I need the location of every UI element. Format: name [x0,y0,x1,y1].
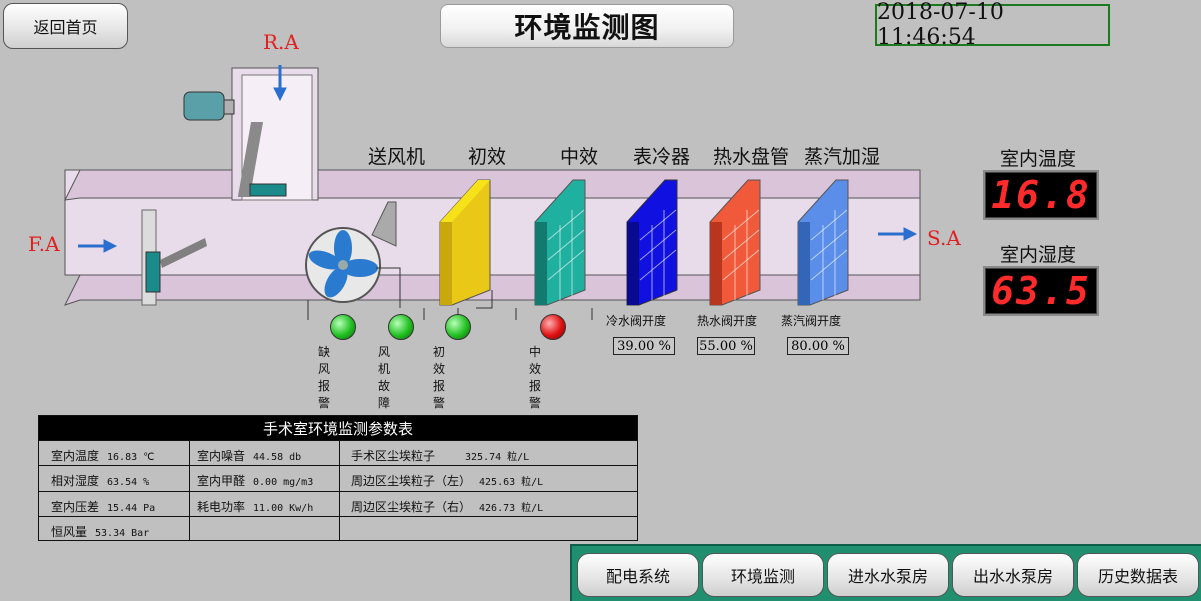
hot-water-coil-label: 热水盘管 [713,146,790,168]
nav-history-data-button[interactable]: 历史数据表 [1077,553,1199,597]
medium-filter-label: 中效 [560,146,599,168]
primary-filter [439,179,491,306]
primary-filter-label: 初效 [468,146,507,168]
hot-valve-label: 热水阀开度 [697,314,758,328]
steam-humidifier-label: 蒸汽加湿 [804,146,881,168]
nav-outlet-pump-room-button[interactable]: 出水水泵房 [952,553,1074,597]
room-temperature-value: 16.8 [991,173,1091,217]
nav-environment-monitoring-button[interactable]: 环境监测 [702,553,824,597]
hot-valve-value: 55.00 % [697,337,755,355]
cold-valve-value: 39.00 % [613,337,675,355]
page-title: 环境监测图 [440,4,734,48]
fan-label: 送风机 [368,146,426,168]
alarm-label: 中效报警 [529,345,542,410]
nav-inlet-pump-room-button[interactable]: 进水水泵房 [827,553,949,597]
medium-filter-alarm-indicator [540,314,566,340]
fan-motor-icon [183,91,225,121]
back-home-button[interactable]: 返回首页 [3,3,128,49]
primary-filter-alarm-indicator [445,314,471,340]
return-air-label: R.A [263,30,299,54]
room-temperature-label: 室内温度 [1000,148,1077,170]
return-air-arrow-icon [273,87,287,102]
steam-valve-value: 80.00 % [787,337,849,355]
surface-cooler-label: 表冷器 [633,146,691,168]
supply-air-label: S.A [927,226,961,250]
fan-fault-indicator [388,314,414,340]
room-humidity-value: 63.5 [991,269,1091,313]
low-air-alarm-indicator [330,314,356,340]
table-row: 周边区尘埃粒子（右）426.73 粒/L [351,500,544,514]
supply-air-arrow-icon [903,227,918,241]
alarm-label: 缺风报警 [318,345,331,410]
nav-power-distribution-button[interactable]: 配电系统 [577,553,699,597]
alarm-label: 初效报警 [433,345,446,410]
ahu-diagram [64,65,921,320]
room-humidity-label: 室内湿度 [1000,244,1077,266]
cold-valve-label: 冷水阀开度 [606,314,667,328]
fresh-air-arrow-icon [103,239,118,253]
fresh-air-damper [145,251,161,293]
room-temperature-display: 16.8 [983,170,1099,220]
return-damper [237,122,264,197]
room-humidity-display: 63.5 [983,266,1099,316]
datetime-display: 2018-07-10 11:46:54 [875,0,1110,50]
fresh-air-label: F.A [28,232,60,256]
bottom-nav-bar: 配电系统 环境监测 进水水泵房 出水水泵房 历史数据表 [570,544,1201,601]
steam-valve-label: 蒸汽阀开度 [781,314,842,328]
table-title: 手术室环境监测参数表 [39,416,637,440]
table-row: 周边区尘埃粒子（左）425.63 粒/L [351,474,544,488]
alarm-label: 风机故障 [378,345,391,410]
